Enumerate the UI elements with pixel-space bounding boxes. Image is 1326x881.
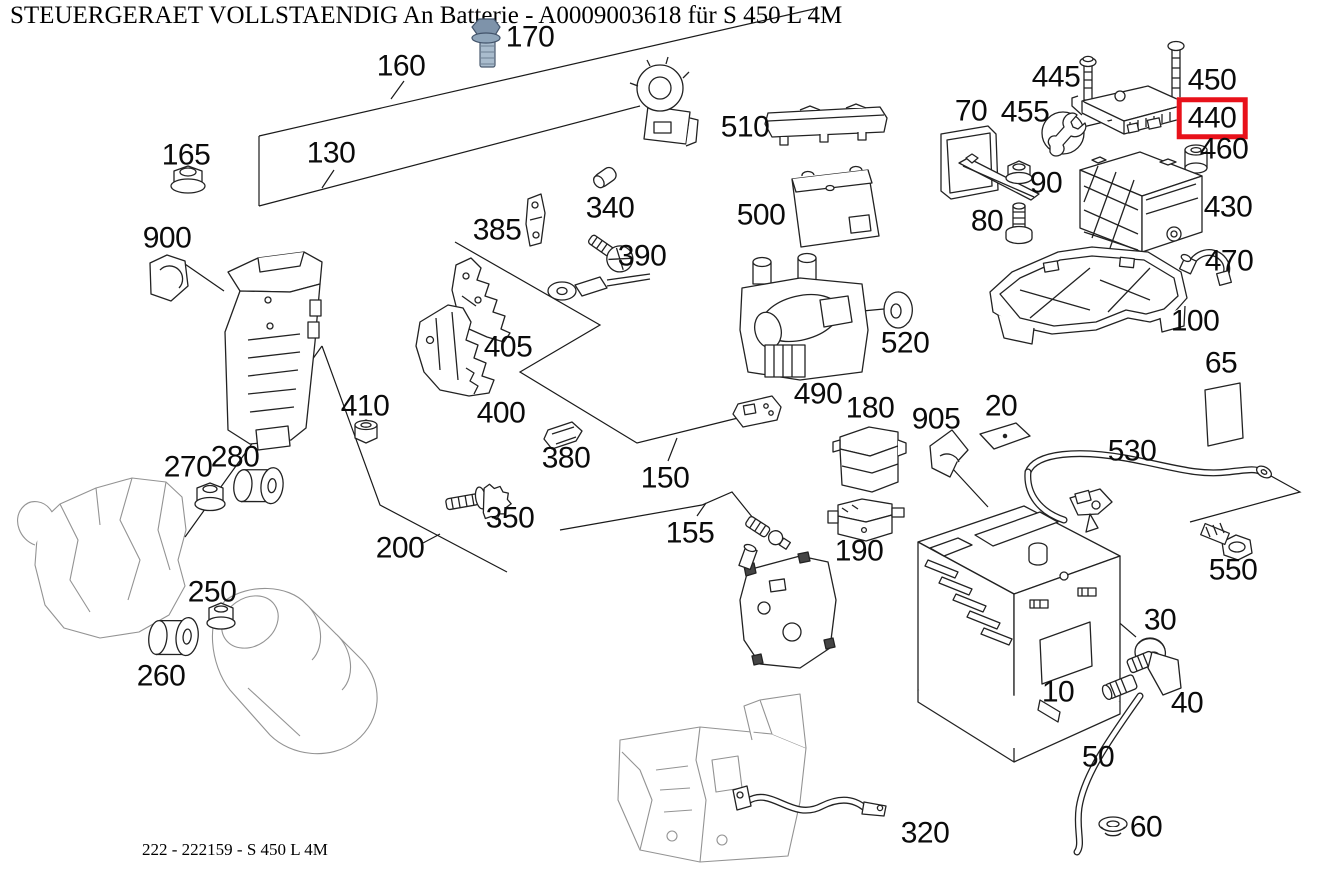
callout-405[interactable]: 405 [483, 330, 533, 364]
callout-350[interactable]: 350 [485, 501, 535, 535]
callout-530[interactable]: 530 [1107, 434, 1157, 468]
callout-510[interactable]: 510 [720, 110, 770, 144]
callout-260[interactable]: 260 [136, 659, 186, 693]
callout-160[interactable]: 160 [376, 49, 426, 83]
callout-385[interactable]: 385 [472, 213, 522, 247]
callout-165[interactable]: 165 [161, 138, 211, 172]
callout-450[interactable]: 450 [1187, 63, 1237, 97]
callout-905[interactable]: 905 [911, 402, 961, 436]
callout-550[interactable]: 550 [1208, 553, 1258, 587]
callout-130[interactable]: 130 [306, 136, 356, 170]
callout-410[interactable]: 410 [340, 389, 390, 423]
callout-200[interactable]: 200 [375, 531, 425, 565]
callout-100[interactable]: 100 [1170, 304, 1220, 338]
callout-460[interactable]: 460 [1199, 132, 1249, 166]
callout-500[interactable]: 500 [736, 198, 786, 232]
catalog-group-footer: 222 - 222159 - S 450 L 4M [142, 840, 328, 859]
callout-180[interactable]: 180 [845, 391, 895, 425]
callout-155[interactable]: 155 [665, 516, 715, 550]
callout-190[interactable]: 190 [834, 534, 884, 568]
callout-40[interactable]: 40 [1170, 686, 1204, 720]
callout-380[interactable]: 380 [541, 441, 591, 475]
callout-390[interactable]: 390 [617, 239, 667, 273]
callout-340[interactable]: 340 [585, 191, 635, 225]
callout-170[interactable]: 170 [505, 20, 555, 54]
callout-470[interactable]: 470 [1204, 244, 1254, 278]
callout-455[interactable]: 455 [1000, 95, 1050, 129]
callout-60[interactable]: 60 [1129, 810, 1163, 844]
callout-80[interactable]: 80 [970, 204, 1004, 238]
callout-250[interactable]: 250 [187, 575, 237, 609]
callout-490[interactable]: 490 [793, 377, 843, 411]
callout-150[interactable]: 150 [640, 461, 690, 495]
callout-30[interactable]: 30 [1143, 603, 1177, 637]
callout-520[interactable]: 520 [880, 326, 930, 360]
callout-320[interactable]: 320 [900, 816, 950, 850]
callout-20[interactable]: 20 [984, 389, 1018, 423]
callout-70[interactable]: 70 [954, 94, 988, 128]
callout-50[interactable]: 50 [1081, 740, 1115, 774]
callout-280[interactable]: 280 [210, 440, 260, 474]
callout-10[interactable]: 10 [1041, 675, 1075, 709]
callout-445[interactable]: 445 [1031, 60, 1081, 94]
callout-90[interactable]: 90 [1029, 166, 1063, 200]
callout-400[interactable]: 400 [476, 396, 526, 430]
callout-900[interactable]: 900 [142, 221, 192, 255]
callout-65[interactable]: 65 [1204, 346, 1238, 380]
callout-430[interactable]: 430 [1203, 190, 1253, 224]
callout-270[interactable]: 270 [163, 450, 213, 484]
